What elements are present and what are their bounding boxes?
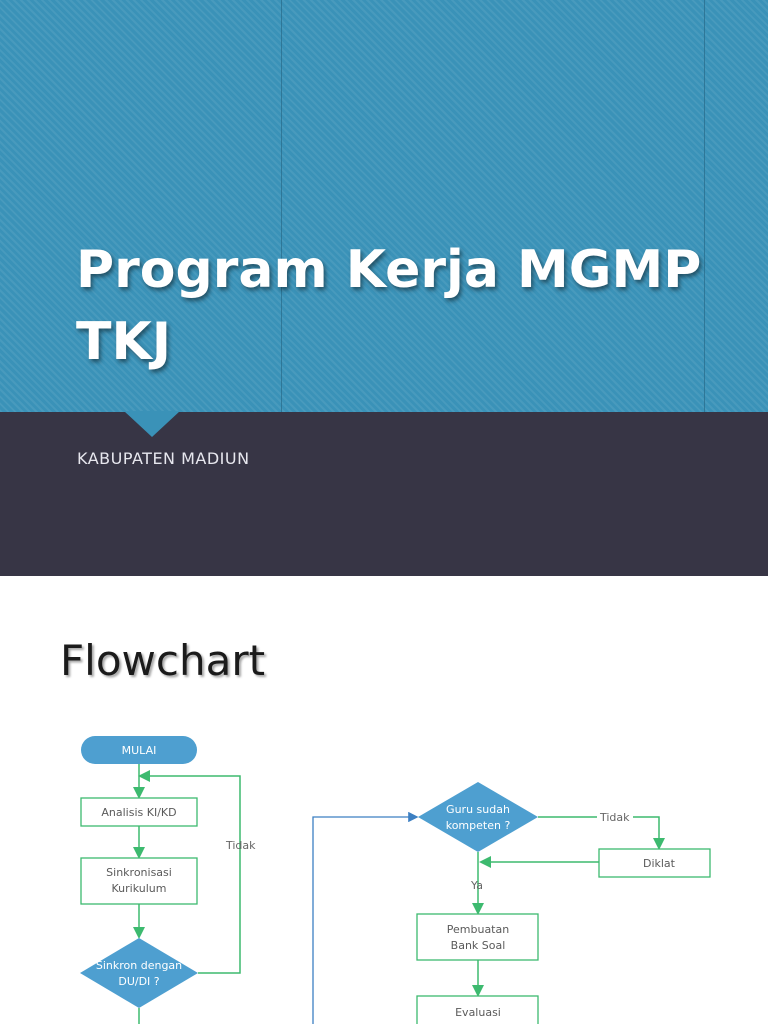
pembuatan-label-1: Pembuatan [447, 923, 509, 936]
analisis-label: Analisis KI/KD [101, 806, 176, 819]
title-slide: Program Kerja MGMP TKJ KABUPATEN MADIUN [0, 0, 768, 576]
process-sinkronisasi [80, 857, 198, 905]
sinkronisasi-label-1: Sinkronisasi [106, 866, 172, 879]
pembuatan-label-2: Bank Soal [451, 939, 506, 952]
flowchart-slide: Flowchart MULAI Analisis KI/KD Sinkronis… [0, 576, 768, 1024]
title-band [0, 0, 768, 412]
sinkronisasi-label-2: Kurikulum [112, 882, 167, 895]
process-pembuatan [416, 913, 539, 961]
title-line-1: Program Kerja MGMP [76, 240, 702, 300]
process-diklat [598, 848, 711, 878]
slide-subtitle: KABUPATEN MADIUN [77, 449, 250, 468]
evaluasi-label: Evaluasi [455, 1006, 501, 1019]
tidak-connector [538, 816, 665, 850]
decision-sinkron [80, 938, 198, 1008]
start-label: MULAI [122, 744, 157, 757]
sinkron-label-1: Sinkron dengan [96, 959, 182, 972]
title-line-2: TKJ [76, 312, 172, 372]
vertical-rule [281, 0, 282, 412]
tidak-label-left: Tidak [225, 839, 256, 852]
guru-label-2: kompeten ? [446, 819, 511, 832]
slide-title: Program Kerja MGMP TKJ [76, 234, 736, 378]
label-bg [597, 809, 633, 823]
entry-connector [312, 811, 419, 1024]
sinkron-label-2: DU/DI ? [118, 975, 159, 988]
diklat-label: Diklat [643, 857, 676, 870]
process-evaluasi [416, 995, 539, 1024]
tidak-label-right: Tidak [599, 811, 630, 824]
ya-label: Ya [470, 879, 483, 892]
band-notch [124, 411, 180, 437]
start-terminal [81, 736, 197, 764]
subtitle-band [0, 412, 768, 576]
flowchart-heading: Flowchart [60, 636, 266, 685]
loop-connector [138, 770, 241, 974]
decision-guru [418, 782, 538, 852]
vertical-rule [704, 0, 705, 412]
guru-label-1: Guru sudah [446, 803, 510, 816]
flowchart-diagram: MULAI Analisis KI/KD Sinkronisasi Kuriku… [80, 736, 711, 1024]
